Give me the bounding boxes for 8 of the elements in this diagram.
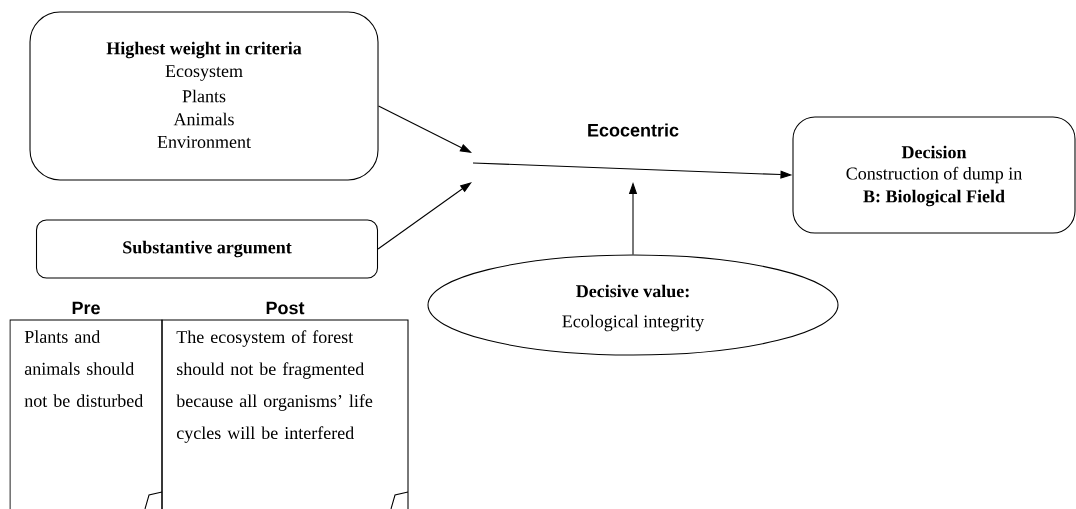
note-sheet: Pre Plants and animals should not be disturbed	[9, 301, 163, 509]
note-sheet: Post The ecosystem of forest should not be fragmented because all organisms’ life cycles will be interfered	[161, 301, 409, 509]
argument-box: Substantive argument	[35, 219, 379, 279]
edge-label: Ecocentric	[588, 123, 679, 137]
criteria-box: Highest weight in criteria Ecosystem Plants Animals Environment	[29, 11, 379, 181]
arrow	[377, 182, 472, 250]
decision-box: Decision Construction of dump in B: Biological Field	[792, 116, 1076, 234]
arrow	[378, 105, 472, 153]
